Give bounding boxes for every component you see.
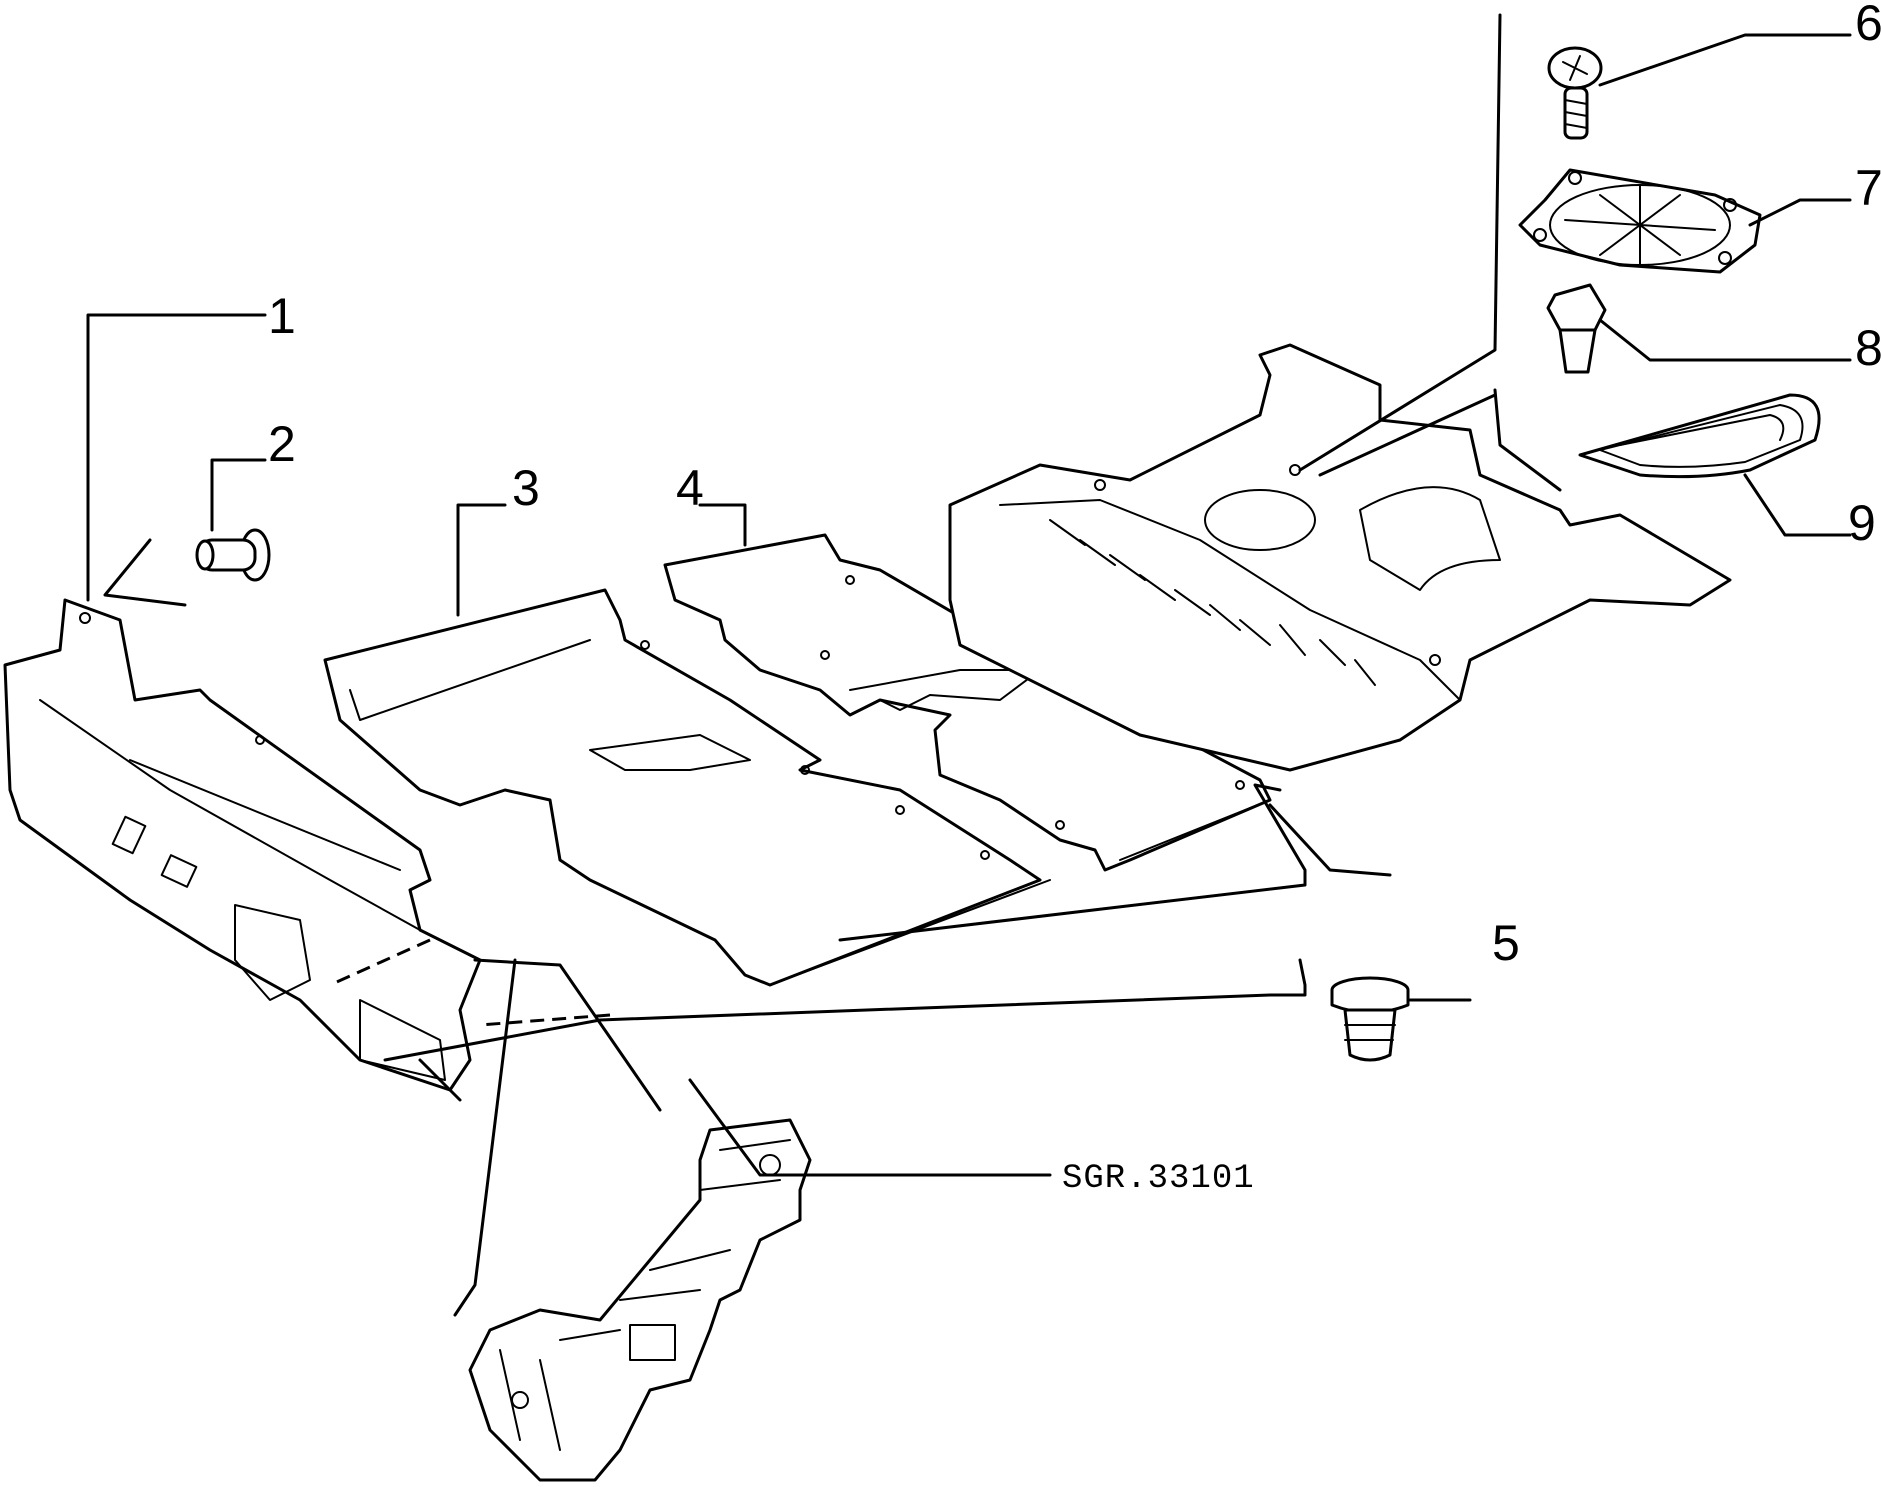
callout-1: 1 [268,288,296,344]
callout-6: 6 [1855,0,1881,51]
part-6-screw [1547,46,1603,140]
part-5-push-clip [1330,976,1410,1062]
part-2-plug [195,528,271,582]
part-7-cover-plate [1518,168,1762,274]
callout-8: 8 [1855,320,1881,376]
rear-floor-pan [948,343,1732,772]
callout-3: 3 [512,460,540,516]
part-8-spacer [1546,283,1607,374]
callout-4: 4 [676,460,704,516]
part-9-grommet-seal [1578,393,1821,479]
callout-9: 9 [1848,495,1876,551]
callout-labels: 1 2 3 4 5 6 7 8 9 SGR.33101 [268,0,1881,1198]
callout-5: 5 [1492,915,1520,971]
subframe-axle-assembly [468,1118,812,1482]
callout-2: 2 [268,416,296,472]
reference-code: SGR.33101 [1062,1160,1255,1198]
callout-7: 7 [1855,160,1881,216]
part-1-bulkhead-insulation [3,598,482,1092]
leader-lines [86,13,1852,1317]
